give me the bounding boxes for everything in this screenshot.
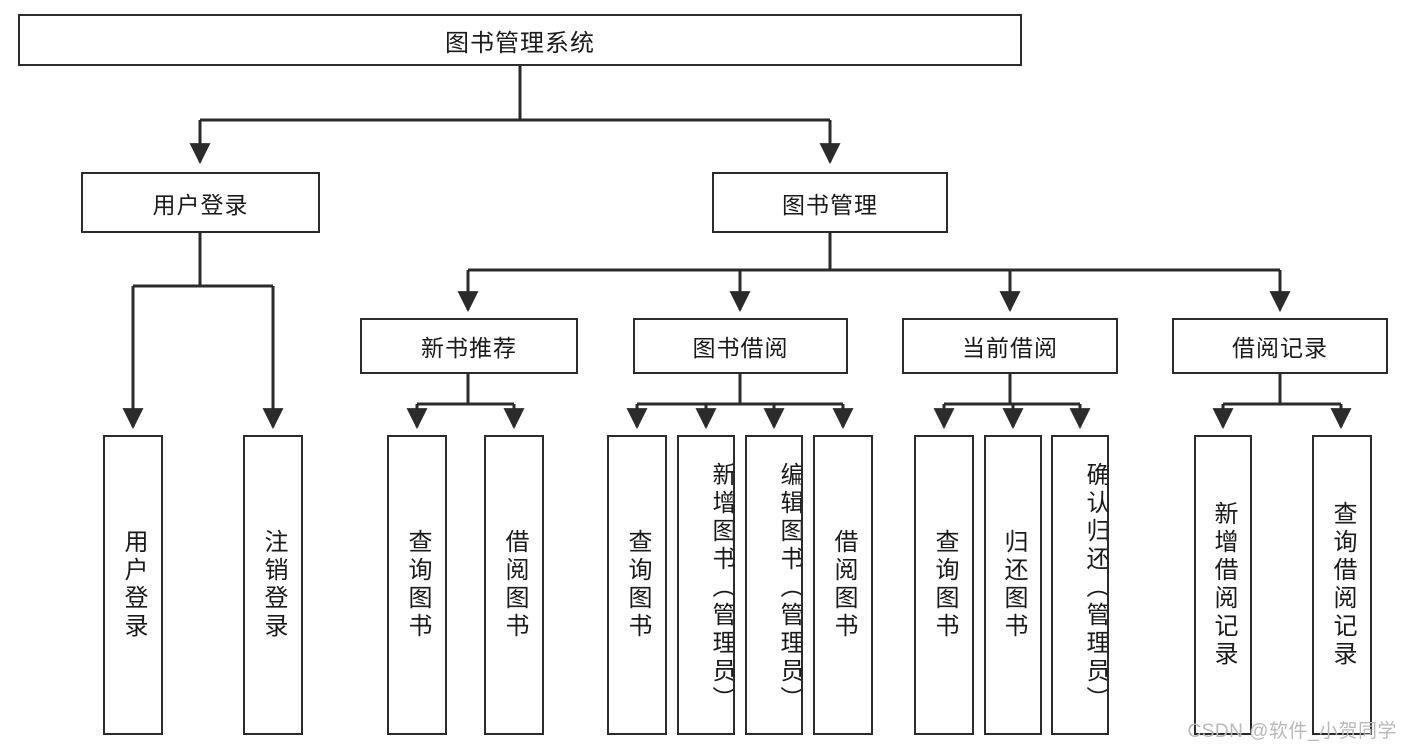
node-root-system[interactable]: 图书管理系统 [18, 14, 1022, 66]
leaf-book-borrow-edit-book-admin[interactable]: 编辑图书（管理员） [745, 435, 803, 735]
node-borrow-record[interactable]: 借阅记录 [1172, 318, 1388, 374]
leaf-new-book-query-book[interactable]: 查询图书 [387, 435, 447, 735]
leaf-current-borrow-confirm-return-admin[interactable]: 确认归还（管理员） [1051, 435, 1109, 735]
csdn-watermark: CSDN @软件_小贺同学 [1187, 721, 1397, 742]
node-current-borrow[interactable]: 当前借阅 [902, 318, 1118, 374]
node-new-book-recommend[interactable]: 新书推荐 [360, 318, 578, 374]
node-book-management[interactable]: 图书管理 [712, 172, 948, 233]
leaf-current-borrow-query-book[interactable]: 查询图书 [914, 435, 974, 735]
leaf-current-borrow-return-book[interactable]: 归还图书 [984, 435, 1042, 735]
leaf-book-borrow-add-book-admin[interactable]: 新增图书（管理员） [677, 435, 735, 735]
leaf-user-login-signout[interactable]: 注销登录 [243, 435, 303, 735]
node-book-borrow[interactable]: 图书借阅 [633, 318, 848, 374]
leaf-borrow-record-query-record[interactable]: 查询借阅记录 [1312, 435, 1372, 735]
leaf-book-borrow-borrow-book[interactable]: 借阅图书 [813, 435, 873, 735]
node-user-login[interactable]: 用户登录 [81, 172, 320, 233]
leaf-borrow-record-add-record[interactable]: 新增借阅记录 [1194, 435, 1252, 735]
leaf-new-book-borrow-book[interactable]: 借阅图书 [484, 435, 544, 735]
leaf-book-borrow-query-book[interactable]: 查询图书 [607, 435, 667, 735]
leaf-user-login-signin[interactable]: 用户登录 [103, 435, 163, 735]
